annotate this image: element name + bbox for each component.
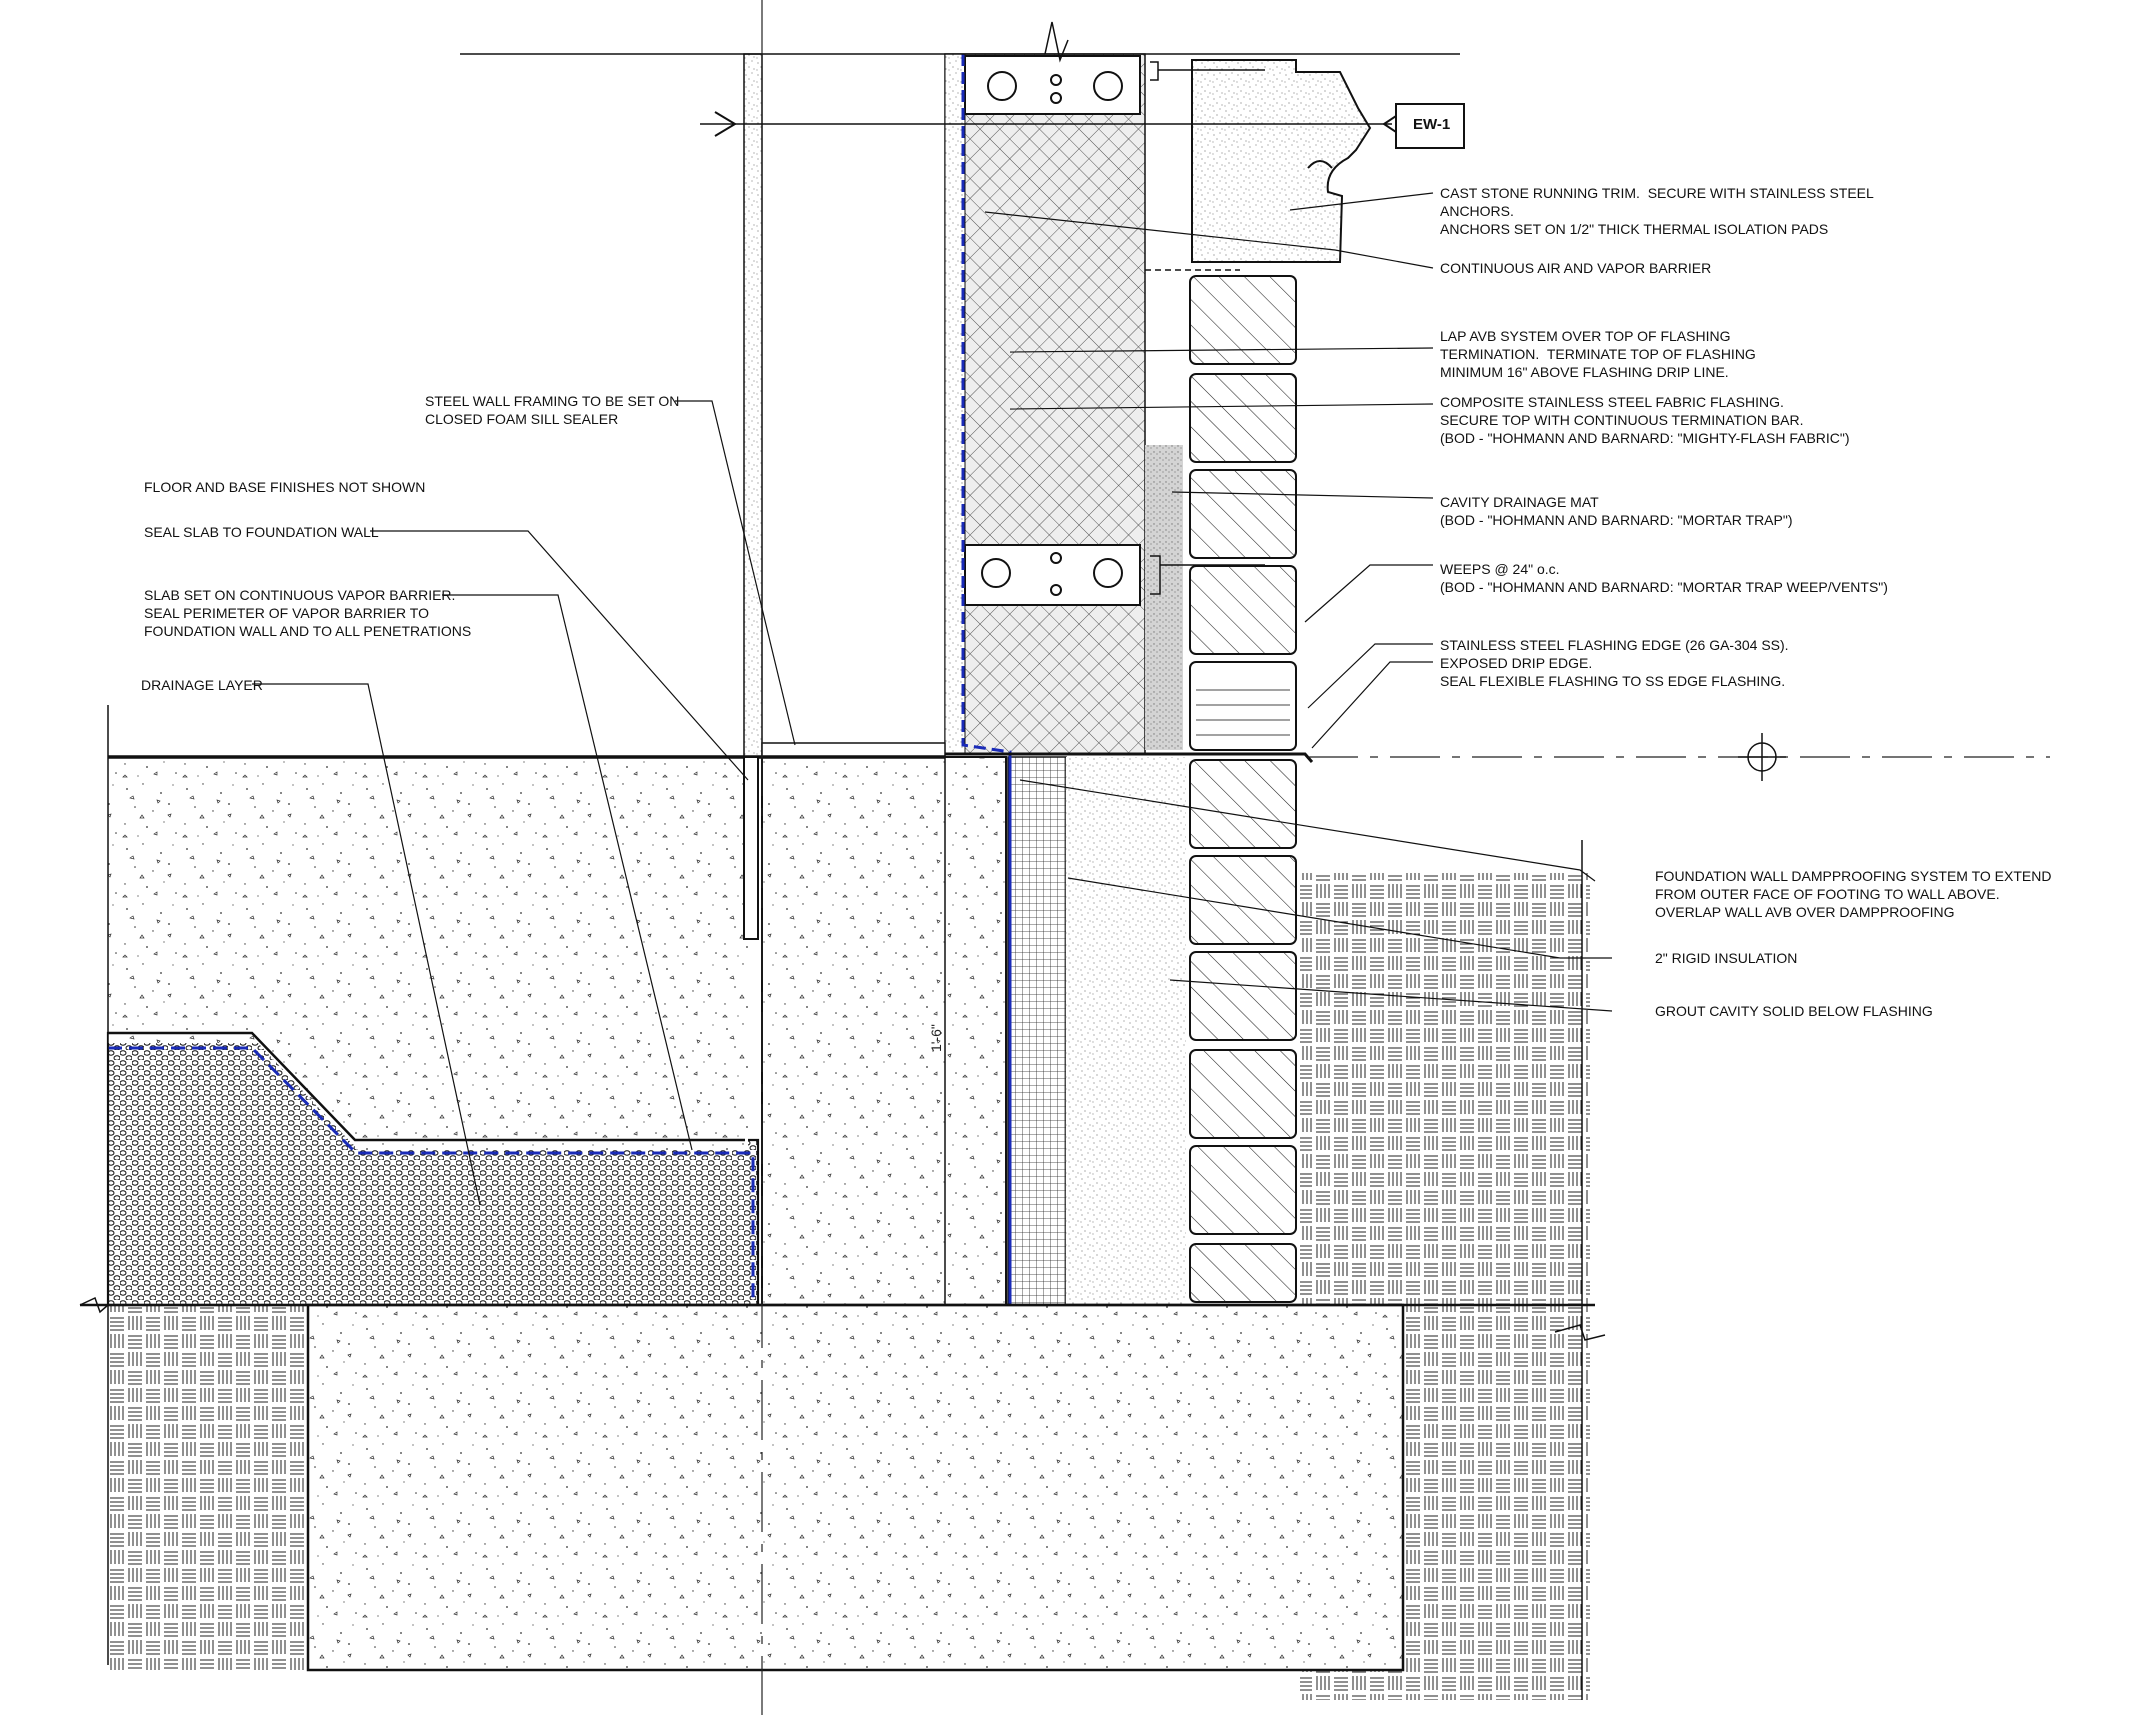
slab-vapor-barrier xyxy=(108,1046,755,1305)
elevation-target-icon xyxy=(1738,733,1786,781)
note-slab-vapor-barrier: SLAB SET ON CONTINUOUS VAPOR BARRIER. SE… xyxy=(144,587,472,639)
cavity-drainage-mat xyxy=(1145,445,1183,750)
note-ss-flashing-edge: STAINLESS STEEL FLASHING EDGE (26 GA-304… xyxy=(1440,637,1789,689)
slab-concrete xyxy=(108,757,748,1150)
brick-ties xyxy=(1145,61,1265,595)
stud-track-mid xyxy=(964,544,1141,606)
rigid-insulation xyxy=(1007,756,1067,1306)
brick-veneer xyxy=(1189,275,1297,1303)
section-tag: EW-1 xyxy=(1413,116,1451,133)
note-floor-finishes: FLOOR AND BASE FINISHES NOT SHOWN xyxy=(144,479,426,495)
break-line-left xyxy=(79,1296,109,1314)
foundation-wall xyxy=(761,756,1007,1306)
section-cut-arrow-left xyxy=(714,111,737,137)
weep-vent xyxy=(1196,689,1290,736)
note-cast-stone: CAST STONE RUNNING TRIM. SECURE WITH STA… xyxy=(1440,185,1874,237)
earth-left-hatch xyxy=(108,1305,308,1670)
note-composite-flashing: COMPOSITE STAINLESS STEEL FABRIC FLASHIN… xyxy=(1440,394,1850,446)
note-cavity-drainage-mat: CAVITY DRAINAGE MAT (BOD - "HOHMANN AND … xyxy=(1440,494,1793,528)
dimension-label: 1'-6" xyxy=(928,1024,944,1052)
cast-stone-trim xyxy=(1191,59,1372,263)
air-vapor-barrier xyxy=(961,54,1012,1305)
note-weeps: WEEPS @ 24" o.c. (BOD - "HOHMANN AND BAR… xyxy=(1440,561,1888,595)
wall-break-top xyxy=(1044,21,1069,63)
note-dampproofing: FOUNDATION WALL DAMPPROOFING SYSTEM TO E… xyxy=(1655,868,2052,920)
cast-stone-drip xyxy=(1307,160,1333,169)
note-drainage-layer: DRAINAGE LAYER xyxy=(141,677,263,693)
slab-outline-step xyxy=(108,1031,745,1142)
note-seal-slab: SEAL SLAB TO FOUNDATION WALL xyxy=(144,524,379,540)
earth-under-right xyxy=(1403,1305,1590,1670)
note-lap-avb: LAP AVB SYSTEM OVER TOP OF FLASHING TERM… xyxy=(1440,328,1756,380)
backup-wall-cavity xyxy=(944,53,1146,755)
note-steel-wall-framing: STEEL WALL FRAMING TO BE SET ON CLOSED F… xyxy=(425,393,680,427)
stud-track-top xyxy=(964,55,1141,115)
note-air-vapor-barrier: CONTINUOUS AIR AND VAPOR BARRIER xyxy=(1440,260,1712,276)
grout-cavity xyxy=(1066,757,1186,1305)
note-grout-cavity: GROUT CAVITY SOLID BELOW FLASHING xyxy=(1655,1003,1933,1019)
sill-sealer xyxy=(761,742,946,758)
slab-edge-joint xyxy=(743,756,759,940)
flashing xyxy=(945,752,1314,763)
interior-gypsum xyxy=(743,53,763,758)
section-tag-box xyxy=(1395,103,1465,149)
note-rigid-insulation: 2" RIGID INSULATION xyxy=(1655,950,1798,966)
leader-lines xyxy=(252,192,1613,1206)
footing xyxy=(306,1303,1405,1672)
